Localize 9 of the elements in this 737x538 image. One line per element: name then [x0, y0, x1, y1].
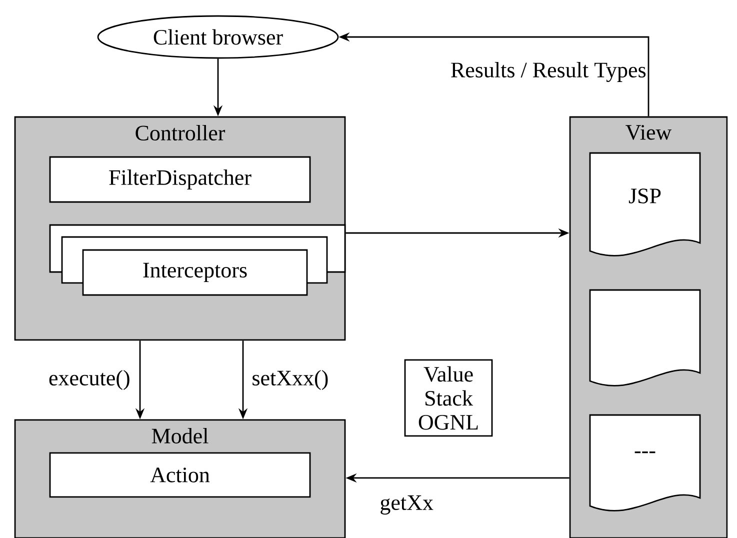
component-box: FilterDispatcher	[49, 156, 311, 203]
edge-label: setXxx()	[252, 370, 328, 390]
interceptor-stack: Interceptors	[49, 224, 346, 296]
edge-label: getXx	[380, 495, 434, 515]
component-box: Action	[49, 452, 311, 498]
component-box: Value Stack OGNL	[404, 359, 493, 437]
edge-label: execute()	[49, 370, 130, 390]
document-shape	[589, 289, 701, 386]
edge-label: Results / Result Types	[451, 62, 646, 82]
